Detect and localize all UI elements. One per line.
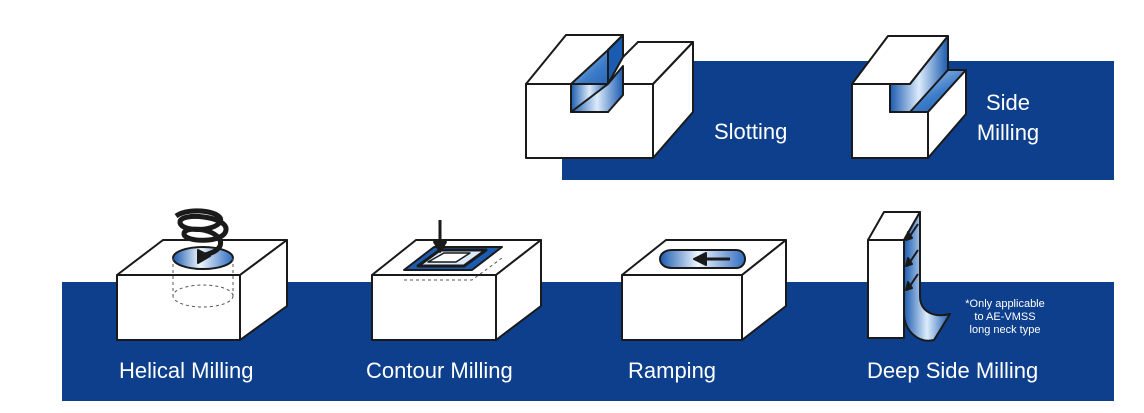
side-milling-label: Side Milling xyxy=(968,88,1048,148)
side-milling-label-line2: Milling xyxy=(976,120,1040,145)
helical-milling-block-icon xyxy=(116,208,288,341)
side-milling-label-line1: Side xyxy=(985,90,1031,115)
deep-side-milling-block-icon xyxy=(867,211,951,342)
note-line-1: *Only applicable xyxy=(965,298,1045,310)
deep-side-milling-note: *Only applicable to AE-VMSS long neck ty… xyxy=(950,298,1060,337)
slotting-block-icon xyxy=(525,34,694,159)
deep-side-milling-label: Deep Side Milling xyxy=(867,358,1039,383)
contour-milling-block-icon xyxy=(371,220,542,341)
side-milling-block-icon xyxy=(851,35,967,159)
helical-milling-label: Helical Milling xyxy=(119,358,254,383)
contour-milling-label: Contour Milling xyxy=(366,358,513,383)
note-line-3: long neck type xyxy=(969,324,1041,336)
ramping-label: Ramping xyxy=(628,358,717,383)
note-line-2: to AE-VMSS xyxy=(974,311,1036,323)
ramping-block-icon xyxy=(621,239,787,341)
slotting-label: Slotting xyxy=(714,119,788,144)
